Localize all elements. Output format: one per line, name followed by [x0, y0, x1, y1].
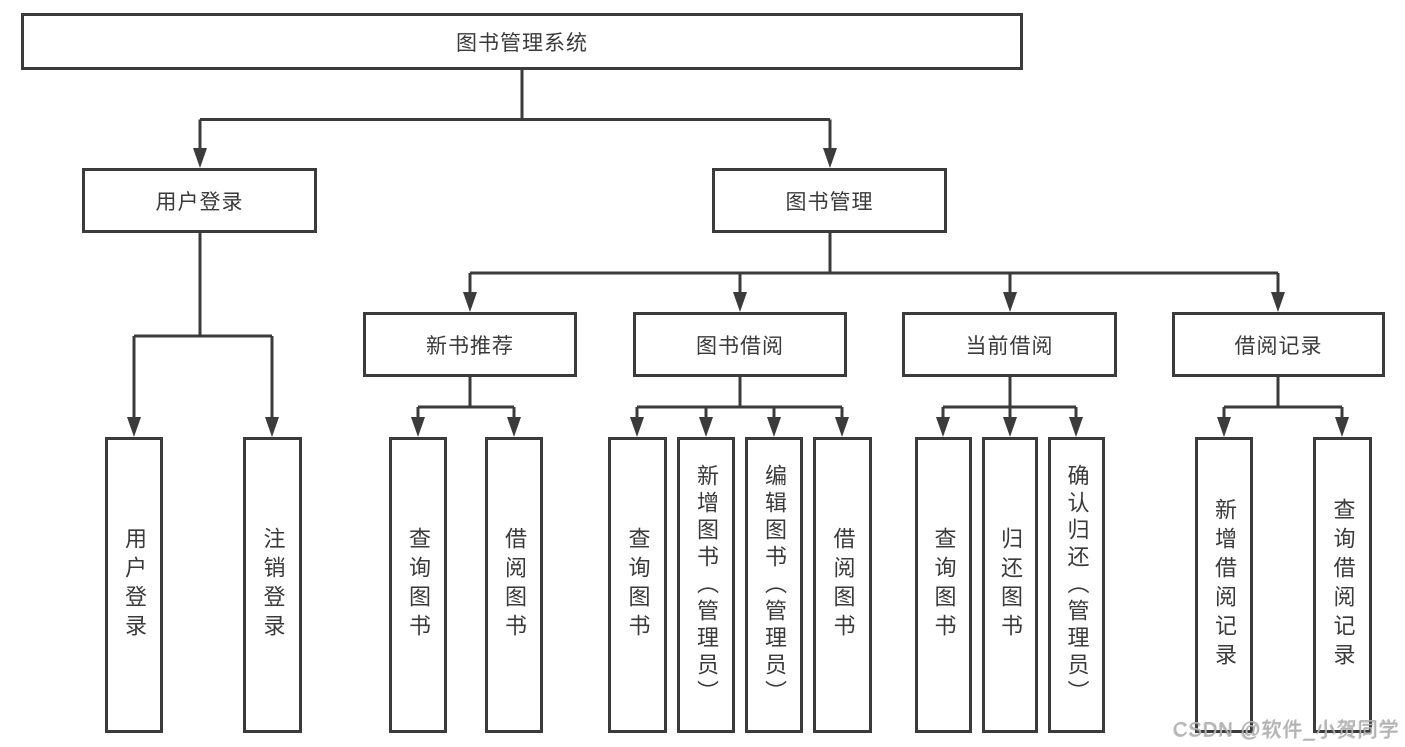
- leaf-add-books-admin: 新增图书（管理员）: [677, 437, 735, 733]
- leaf-query-books: 查询图书: [608, 437, 667, 733]
- node-new-book-recommend: 新书推荐: [363, 312, 577, 377]
- arrowhead-icon: [936, 417, 950, 437]
- arrowhead-icon: [733, 292, 747, 312]
- arrowhead-icon: [265, 417, 279, 437]
- node-root-system: 图书管理系统: [21, 13, 1023, 70]
- arrowhead-icon: [835, 417, 849, 437]
- arrowhead-icon: [507, 417, 521, 437]
- leaf-query-books: 查询图书: [389, 437, 447, 733]
- arrowhead-icon: [699, 417, 713, 437]
- csdn-watermark: CSDN @软件_小贺同学: [1173, 719, 1400, 741]
- connector-line: [198, 69, 832, 150]
- arrowhead-icon: [411, 417, 425, 437]
- arrowhead-icon: [1217, 417, 1231, 437]
- node-book-management: 图书管理: [712, 168, 947, 233]
- connector-line: [1222, 377, 1344, 419]
- connector-line: [132, 232, 274, 419]
- arrowhead-icon: [127, 417, 141, 437]
- arrowhead-icon: [1271, 292, 1285, 312]
- node-user-login: 用户登录: [82, 168, 317, 233]
- leaf-borrow-books: 借阅图书: [813, 437, 872, 733]
- leaf-user-login: 用户登录: [105, 437, 163, 733]
- leaf-confirm-return-admin: 确认归还（管理员）: [1048, 437, 1105, 733]
- connector-line: [468, 233, 1280, 294]
- leaf-query-borrow-record: 查询借阅记录: [1313, 437, 1372, 733]
- connector-line: [635, 377, 844, 419]
- arrowhead-icon: [1335, 417, 1349, 437]
- leaf-add-borrow-record: 新增借阅记录: [1195, 437, 1253, 733]
- arrowhead-icon: [463, 292, 477, 312]
- leaf-logout-login: 注销登录: [243, 437, 302, 733]
- arrowhead-icon: [1069, 417, 1083, 437]
- connector-arrowheads: [127, 148, 1349, 437]
- arrowhead-icon: [1003, 417, 1017, 437]
- leaf-edit-books-admin: 编辑图书（管理员）: [745, 437, 803, 733]
- arrowhead-icon: [767, 417, 781, 437]
- arrowhead-icon: [1003, 292, 1017, 312]
- leaf-borrow-books: 借阅图书: [485, 437, 543, 733]
- arrowhead-icon: [193, 148, 207, 168]
- connector-line: [941, 377, 1078, 419]
- node-book-borrow: 图书借阅: [633, 312, 847, 377]
- node-current-borrow: 当前借阅: [902, 312, 1117, 377]
- arrowhead-icon: [823, 148, 837, 168]
- node-borrow-records: 借阅记录: [1172, 312, 1385, 377]
- leaf-return-books: 归还图书: [982, 437, 1038, 733]
- arrowhead-icon: [630, 417, 644, 437]
- connector-line: [416, 377, 516, 419]
- leaf-query-books: 查询图书: [915, 437, 972, 733]
- connector-lines: [132, 69, 1344, 419]
